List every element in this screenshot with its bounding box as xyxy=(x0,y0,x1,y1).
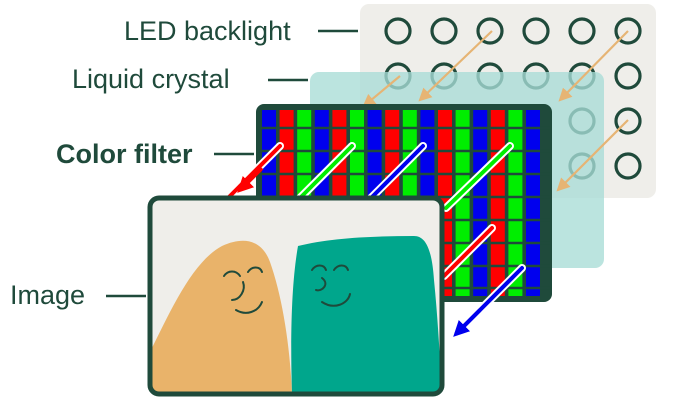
label-color-filter: Color filter xyxy=(56,139,193,169)
filter-stripe xyxy=(490,110,505,296)
green-ray xyxy=(444,144,512,210)
left-face-icon xyxy=(223,266,263,314)
light-ray xyxy=(418,30,493,102)
left-figure-shape xyxy=(150,240,292,394)
led-icon xyxy=(384,17,412,45)
led-icon xyxy=(614,62,642,90)
filter-stripe xyxy=(508,110,523,296)
green-ray xyxy=(298,144,354,200)
right-face-icon xyxy=(311,264,351,307)
filter-stripe xyxy=(473,110,488,296)
led-icon xyxy=(430,17,458,45)
led-icon xyxy=(568,17,596,45)
image-frame xyxy=(147,195,445,397)
blue-output-arrow xyxy=(453,308,482,337)
image-layer xyxy=(147,195,445,397)
label-liquid-crystal: Liquid crystal xyxy=(72,64,230,94)
light-rays xyxy=(362,30,629,192)
filter-stripe xyxy=(455,110,470,296)
led-icon xyxy=(614,107,642,135)
label-led-backlight: LED backlight xyxy=(124,16,291,46)
red-ray xyxy=(226,144,282,200)
blue-ray xyxy=(369,144,425,200)
led-icon xyxy=(476,17,504,45)
light-ray xyxy=(558,30,629,102)
right-figure-shape xyxy=(291,236,442,394)
red-ray xyxy=(442,226,494,278)
red-output-arrow xyxy=(237,166,264,193)
light-ray xyxy=(556,119,629,192)
labels: LED backlight Liquid crystal Color filte… xyxy=(10,16,358,310)
led-icon xyxy=(614,152,642,180)
label-image: Image xyxy=(10,280,85,310)
led-icon xyxy=(614,17,642,45)
led-icon xyxy=(522,17,550,45)
light-ray xyxy=(362,75,401,108)
filter-stripe xyxy=(526,110,540,296)
